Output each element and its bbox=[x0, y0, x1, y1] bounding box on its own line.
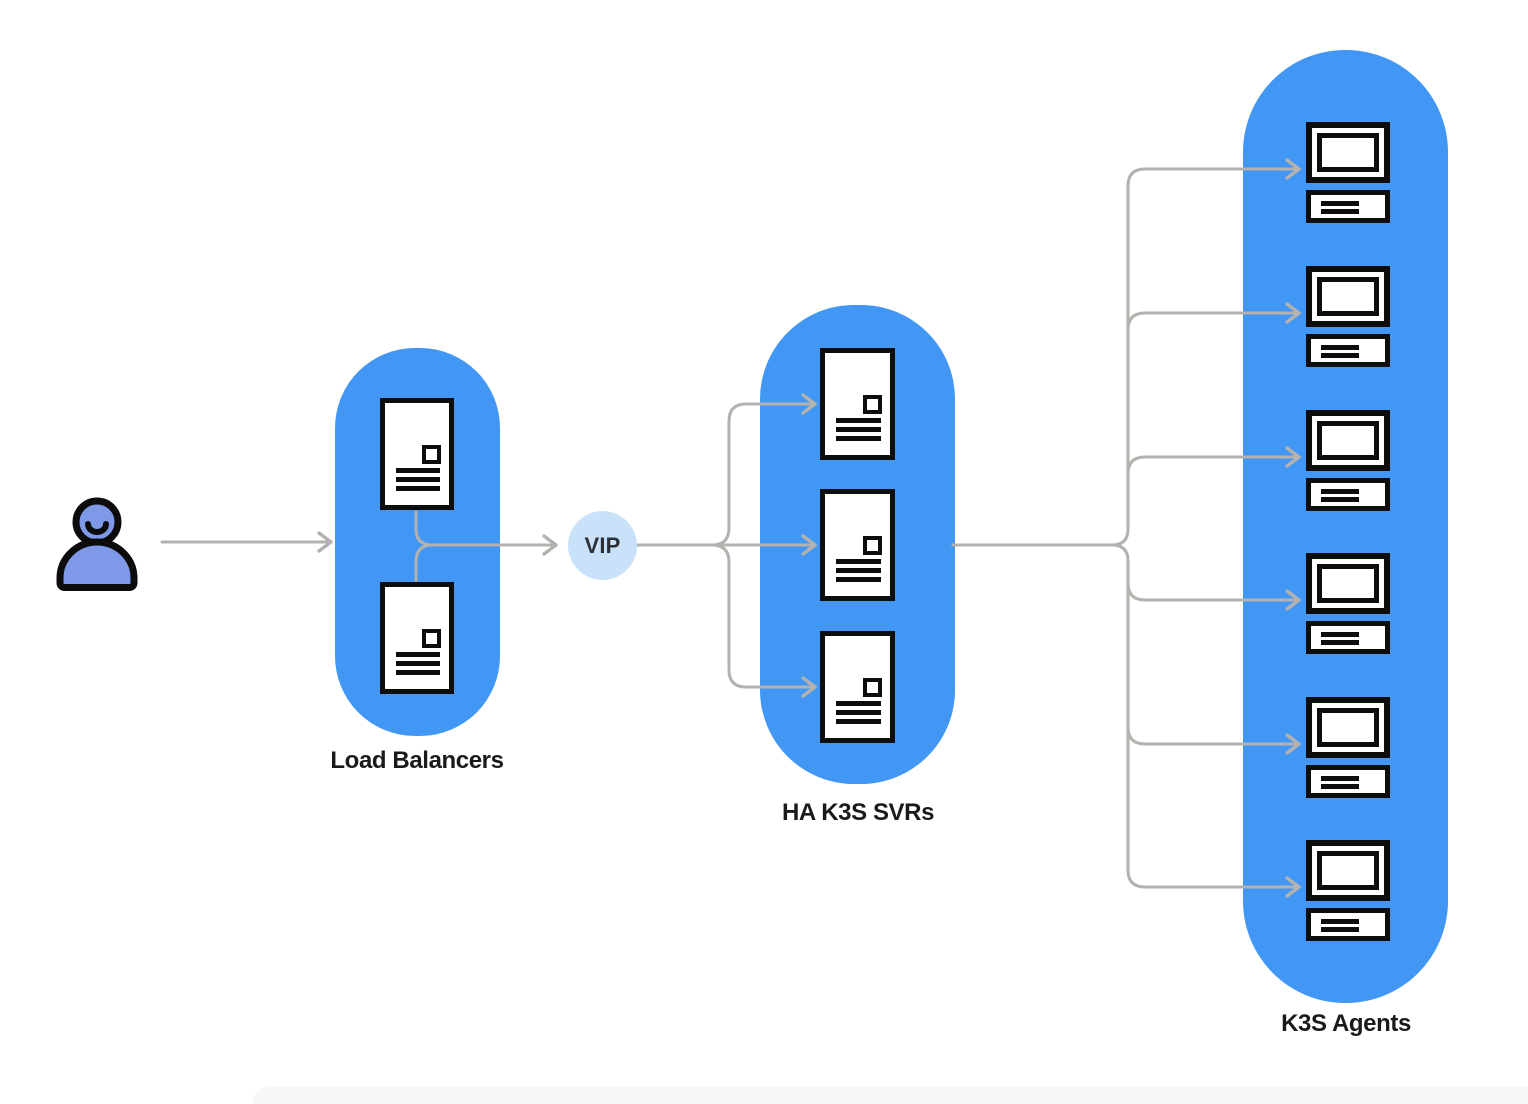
server-led bbox=[863, 536, 882, 555]
connector-branch-agent4 bbox=[1126, 581, 1301, 611]
server-icon bbox=[820, 489, 895, 601]
connector-branch-agent5 bbox=[1126, 725, 1301, 755]
computer-base bbox=[1306, 478, 1390, 511]
connector-lb2-stub bbox=[414, 543, 434, 583]
monitor bbox=[1306, 266, 1390, 327]
user-icon bbox=[56, 497, 138, 591]
computer-icon bbox=[1306, 553, 1390, 654]
connector-branch-agent3 bbox=[1126, 446, 1301, 476]
computer-base bbox=[1306, 908, 1390, 941]
load-balancers-label: Load Balancers bbox=[330, 747, 504, 774]
server-icon bbox=[820, 631, 895, 743]
monitor bbox=[1306, 697, 1390, 758]
monitor bbox=[1306, 840, 1390, 901]
monitor bbox=[1306, 410, 1390, 471]
computer-icon bbox=[1306, 266, 1390, 367]
computer-icon bbox=[1306, 410, 1390, 511]
server-led bbox=[422, 629, 441, 648]
computer-base bbox=[1306, 190, 1390, 223]
connector-vip-to-svr1 bbox=[635, 393, 817, 547]
server-icon bbox=[380, 398, 454, 510]
computer-base bbox=[1306, 765, 1390, 798]
computer-icon bbox=[1306, 122, 1390, 223]
server-led bbox=[863, 678, 882, 697]
server-led bbox=[863, 395, 882, 414]
computer-base bbox=[1306, 334, 1390, 367]
bottom-panel-edge bbox=[252, 1087, 1528, 1104]
connector-trunk-to-agent6 bbox=[1110, 543, 1301, 898]
monitor bbox=[1306, 122, 1390, 183]
server-icon bbox=[380, 582, 454, 694]
connector-lb1-stub bbox=[414, 510, 434, 547]
ha-k3s-servers-label: HA K3S SVRs bbox=[781, 799, 935, 826]
connector-vip-to-svr3 bbox=[635, 543, 817, 698]
server-led bbox=[422, 445, 441, 464]
k3s-agents-label: K3S Agents bbox=[1281, 1010, 1411, 1037]
connector-trunk-to-agent1 bbox=[1110, 158, 1301, 547]
connector-branch-agent2 bbox=[1126, 302, 1301, 332]
computer-icon bbox=[1306, 697, 1390, 798]
computer-base bbox=[1306, 621, 1390, 654]
vip-label: VIP bbox=[584, 532, 621, 558]
computer-icon bbox=[1306, 840, 1390, 941]
monitor bbox=[1306, 553, 1390, 614]
vip-node: VIP bbox=[568, 511, 637, 580]
server-icon bbox=[820, 348, 895, 460]
